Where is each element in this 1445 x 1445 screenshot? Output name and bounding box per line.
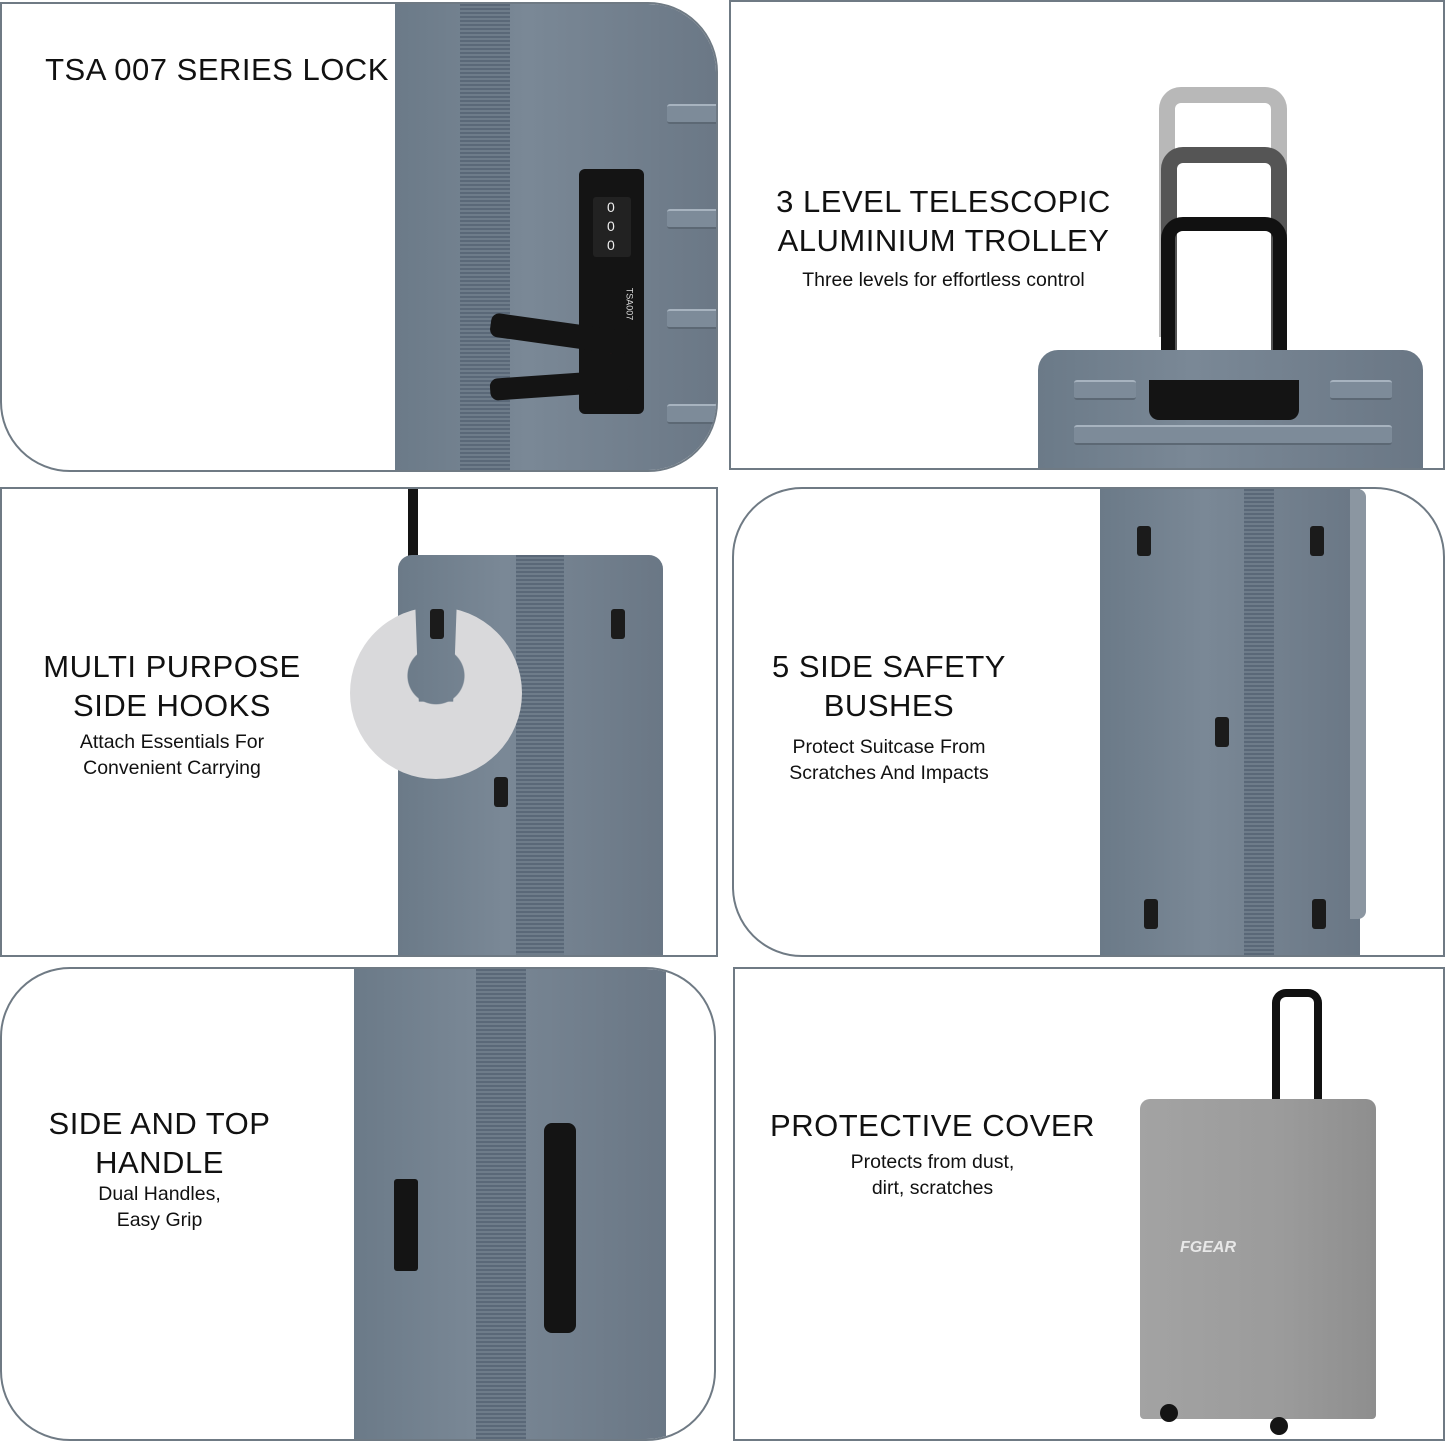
panel-handles: SIDE AND TOP HANDLE Dual Handles, Easy G…: [0, 967, 716, 1441]
fgear-logo: FGEAR: [1180, 1239, 1236, 1256]
lock-housing-small: [394, 1179, 418, 1271]
suitcase-image: [1100, 489, 1366, 955]
lock-dial[interactable]: 0: [607, 237, 615, 253]
suitcase-image: [354, 969, 666, 1439]
feature-subtitle: Easy Grip: [116, 1209, 203, 1231]
feature-title: 3 LEVEL TELESCOPIC: [776, 184, 1111, 219]
panel-side-hooks: MULTI PURPOSE SIDE HOOKS Attach Essentia…: [0, 487, 718, 957]
feature-title: BUSHES: [823, 688, 955, 723]
lock-dial[interactable]: 0: [607, 218, 615, 234]
feature-title: SIDE AND TOP: [48, 1106, 271, 1141]
trolley-pole: [408, 489, 418, 569]
side-hook: [611, 609, 625, 639]
side-handle: [544, 1123, 576, 1333]
safety-bush: [1312, 899, 1326, 929]
panel-safety-bushes: 5 SIDE SAFETY BUSHES Protect Suitcase Fr…: [732, 487, 1445, 957]
feature-subtitle: Protects from dust,: [850, 1151, 1015, 1173]
feature-subtitle: Protect Suitcase From: [792, 736, 986, 758]
lock-label: TSA007: [624, 287, 635, 321]
safety-bush: [1144, 899, 1158, 929]
feature-subtitle: Attach Essentials For: [79, 731, 265, 753]
feature-title: TSA 007 SERIES LOCK: [45, 52, 389, 87]
feature-title: PROTECTIVE COVER: [770, 1108, 1095, 1143]
wheel: [1270, 1417, 1288, 1435]
wheel: [1160, 1404, 1178, 1422]
suitcase-image: [1038, 350, 1423, 468]
feature-subtitle: Scratches And Impacts: [789, 762, 989, 784]
safety-bush: [1215, 717, 1229, 747]
feature-title: ALUMINIUM TROLLEY: [777, 223, 1110, 258]
feature-subtitle: Three levels for effortless control: [802, 269, 1085, 291]
feature-title: HANDLE: [95, 1145, 224, 1180]
feature-title: 5 SIDE SAFETY: [772, 649, 1006, 684]
protective-cover-image: FGEAR: [1140, 1099, 1376, 1419]
side-hook: [494, 777, 508, 807]
trolley-base: [1149, 380, 1299, 420]
zipper: [460, 4, 510, 470]
suitcase-image: 0 0 0 TSA007: [395, 4, 716, 470]
feature-subtitle: dirt, scratches: [871, 1177, 994, 1199]
feature-subtitle: Convenient Carrying: [83, 757, 261, 779]
safety-bush: [1137, 526, 1151, 556]
feature-title: SIDE HOOKS: [73, 688, 271, 723]
panel-trolley: 3 LEVEL TELESCOPIC ALUMINIUM TROLLEY Thr…: [729, 0, 1445, 470]
side-hook: [430, 609, 444, 639]
safety-bush: [1310, 526, 1324, 556]
feature-title: MULTI PURPOSE: [43, 649, 301, 684]
panel-cover: FGEAR PROTECTIVE COVER Protects from dus…: [733, 967, 1445, 1441]
feature-subtitle: Dual Handles,: [98, 1183, 221, 1205]
trolley-handle: [1272, 989, 1322, 1109]
panel-tsa-lock: 0 0 0 TSA007 TSA 007 SERIES LOCK: [0, 2, 718, 472]
lock-dial[interactable]: 0: [607, 199, 615, 215]
